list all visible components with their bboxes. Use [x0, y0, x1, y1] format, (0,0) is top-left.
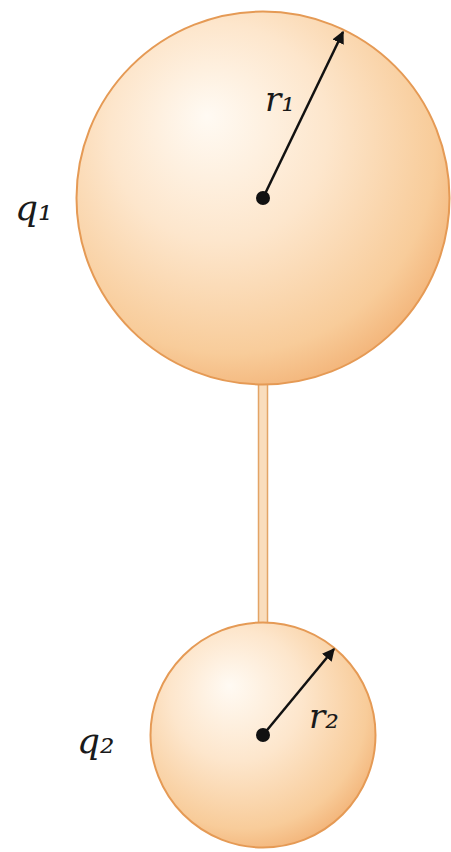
- radius-label: r₂: [309, 699, 339, 733]
- radius-label: r₁: [265, 82, 295, 116]
- radius-arrow: [263, 32, 343, 198]
- conducting-sphere: q₁r₁: [75, 10, 451, 386]
- sphere-drawing: [149, 621, 377, 849]
- connecting-wire: [259, 384, 268, 623]
- conducting-sphere: q₂r₂: [149, 621, 377, 849]
- charge-label: q₁: [15, 190, 52, 226]
- charge-label: q₂: [77, 723, 114, 759]
- sphere-outline: [77, 12, 450, 385]
- sphere-outline: [151, 623, 376, 848]
- center-dot: [256, 728, 270, 742]
- center-dot: [256, 191, 270, 205]
- sphere-drawing: [75, 10, 451, 386]
